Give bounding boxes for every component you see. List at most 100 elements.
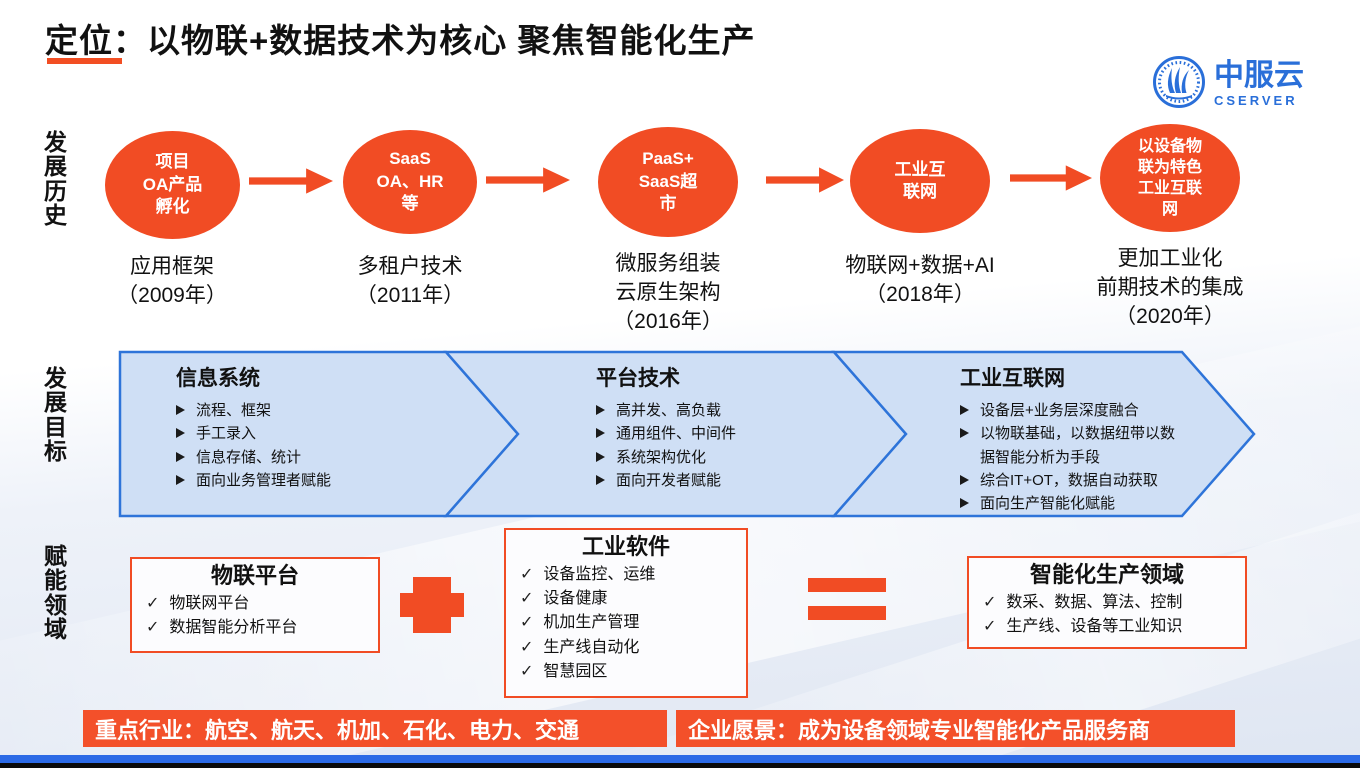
page-title: 定位：以物联+数据技术为核心 聚焦智能化生产 — [45, 22, 756, 59]
right-arrow-icon — [1010, 165, 1092, 191]
box-title: 物联平台 — [210, 563, 299, 588]
list-item: ✓ 数据智能分析平台 — [146, 616, 378, 640]
logo-text: 中服云 CSERVER — [1214, 59, 1304, 109]
goal-item-text: 以物联基础，以数据纽带以数据智能分析为手段 — [980, 425, 1176, 466]
goal-title: 信息系统 — [176, 367, 260, 390]
caption-line: （2020年） — [1115, 304, 1225, 328]
caption-line: 微服务组装 — [615, 252, 721, 275]
goal-item-text: 信息存储、统计 — [196, 448, 302, 466]
box-item-text: 设备监控、运维 — [543, 565, 656, 583]
check-icon: ✓ — [146, 594, 160, 612]
list-item: 综合IT+OT，数据自动获取 — [960, 469, 1260, 492]
caption-line: 物联网+数据+AI — [845, 254, 995, 277]
box-item-text: 智慧园区 — [543, 662, 608, 680]
bubble-line: SaaS超 — [638, 171, 698, 191]
history-row-label: 发展历史 — [44, 129, 67, 229]
goal-block-platform-technology: 平台技术 高并发、高负载 通用组件、中间件 系统架构优化 面向开发者赋能 — [596, 362, 886, 492]
caption-line: 前期技术的集成 — [1096, 275, 1244, 299]
goal-block-industrial-internet: 工业互联网 设备层+业务层深度融合 以物联基础，以数据纽带以数据智能分析为手段 … — [960, 362, 1260, 515]
equals-bar — [808, 578, 886, 592]
goal-items: 高并发、高负载 通用组件、中间件 系统架构优化 面向开发者赋能 — [596, 399, 886, 492]
check-icon: ✓ — [146, 618, 160, 636]
empower-box-industrial-software: 工业软件 ✓设备监控、运维 ✓设备健康 ✓机加生产管理 ✓生产线自动化 ✓智慧园… — [504, 528, 748, 698]
caption-line: （2009年） — [117, 283, 227, 307]
history-stage-caption: 多租户技术 （2011年） — [330, 253, 490, 311]
box-item-text: 机加生产管理 — [543, 614, 640, 632]
bubble-line: SaaS — [389, 149, 431, 169]
empower-box-intelligent-production: 智能化生产领域 ✓数采、数据、算法、控制 ✓生产线、设备等工业知识 — [967, 556, 1247, 649]
box-item-text: 物联网平台 — [169, 594, 250, 612]
list-item: ✓智慧园区 — [520, 660, 746, 684]
bubble-line: 工业互联 — [1137, 180, 1202, 197]
box-item-text: 数据智能分析平台 — [169, 618, 298, 636]
bubble-line: OA产品 — [142, 174, 203, 194]
goal-block-information-system: 信息系统 流程、框架 手工录入 信息存储、统计 面向业务管理者赋能 — [176, 362, 466, 492]
goal-title: 工业互联网 — [960, 367, 1065, 390]
list-item: 手工录入 — [176, 422, 466, 445]
goal-item-text: 系统架构优化 — [616, 448, 707, 466]
list-item: 面向生产智能化赋能 — [960, 492, 1260, 515]
arrow-bullet-icon — [176, 451, 185, 462]
goal-item-text: 面向生产智能化赋能 — [980, 495, 1116, 512]
box-title: 工业软件 — [581, 534, 670, 559]
goal-item-text: 设备层+业务层深度融合 — [980, 402, 1139, 419]
title-underline — [47, 58, 122, 64]
box-item-text: 生产线、设备等工业知识 — [1006, 617, 1183, 635]
goal-title: 平台技术 — [596, 367, 680, 390]
list-item: 以物联基础，以数据纽带以数据智能分析为手段 — [960, 422, 1260, 469]
check-icon: ✓ — [520, 589, 534, 607]
history-stage-caption: 更加工业化 前期技术的集成 （2020年） — [1072, 245, 1268, 332]
empower-row-label: 赋能领域 — [44, 543, 67, 643]
caption-line: （2011年） — [355, 283, 465, 307]
logo-name: 中服云 — [1214, 59, 1304, 92]
history-stage-caption: 物联网+数据+AI （2018年） — [830, 252, 1010, 310]
goal-item-text: 高并发、高负载 — [616, 402, 722, 419]
list-item: ✓ 物联网平台 — [146, 592, 378, 616]
goal-items: 流程、框架 手工录入 信息存储、统计 面向业务管理者赋能 — [176, 399, 466, 492]
box-item-text: 生产线自动化 — [543, 638, 640, 656]
box-items: ✓设备监控、运维 ✓设备健康 ✓机加生产管理 ✓生产线自动化 ✓智慧园区 — [506, 563, 746, 685]
bubble-line: 项目 — [155, 152, 190, 172]
goal-chevrons-graphic — [118, 350, 1256, 518]
goal-items: 设备层+业务层深度融合 以物联基础，以数据纽带以数据智能分析为手段 综合IT+O… — [960, 399, 1260, 515]
bubble-line: 联为特色 — [1137, 158, 1202, 176]
empower-box-iot-platform: 物联平台 ✓ 物联网平台 ✓ 数据智能分析平台 — [130, 557, 380, 653]
history-stage-bubble: 工业互 联网 — [850, 129, 990, 233]
arrow-bullet-icon — [960, 428, 969, 439]
list-item: 系统架构优化 — [596, 446, 886, 469]
history-stage-bubble: SaaS OA、HR 等 — [343, 130, 477, 234]
caption-line: 更加工业化 — [1117, 247, 1223, 270]
check-icon: ✓ — [983, 593, 997, 611]
footer-black-stripe — [0, 763, 1360, 768]
box-item-text: 设备健康 — [543, 589, 608, 607]
arrow-bullet-icon — [960, 474, 969, 485]
arrow-bullet-icon — [960, 405, 969, 415]
footer-blue-stripe — [0, 755, 1360, 763]
caption-line: 多租户技术 — [357, 255, 463, 278]
list-item: ✓机加生产管理 — [520, 611, 746, 635]
bubble-line: 孵化 — [155, 197, 190, 217]
goal-item-text: 通用组件、中间件 — [616, 425, 737, 443]
list-item: ✓ 数采、数据、算法、控制 — [983, 591, 1245, 615]
bubble-line: 以设备物 — [1137, 137, 1202, 155]
logo-subtitle: CSERVER — [1214, 93, 1298, 108]
history-stage-bubble: 项目 OA产品 孵化 — [105, 131, 240, 239]
box-items: ✓ 数采、数据、算法、控制 ✓ 生产线、设备等工业知识 — [969, 591, 1245, 640]
bubble-line: 市 — [659, 194, 677, 214]
arrow-bullet-icon — [176, 428, 185, 439]
list-item: 流程、框架 — [176, 399, 466, 422]
company-vision-banner: 企业愿景：成为设备领域专业智能化产品服务商 — [676, 710, 1235, 747]
list-item: 通用组件、中间件 — [596, 422, 886, 445]
plus-icon — [400, 577, 464, 633]
check-icon: ✓ — [983, 617, 997, 635]
list-item: 信息存储、统计 — [176, 446, 466, 469]
goal-item-text: 手工录入 — [196, 425, 257, 443]
arrow-bullet-icon — [596, 451, 605, 462]
box-item-text: 数采、数据、算法、控制 — [1006, 593, 1183, 611]
arrow-bullet-icon — [960, 498, 969, 508]
arrow-bullet-icon — [176, 474, 185, 485]
box-items: ✓ 物联网平台 ✓ 数据智能分析平台 — [132, 592, 378, 641]
list-item: ✓ 设备健康 — [520, 587, 746, 611]
company-logo: 中服云 CSERVER — [1152, 55, 1304, 114]
